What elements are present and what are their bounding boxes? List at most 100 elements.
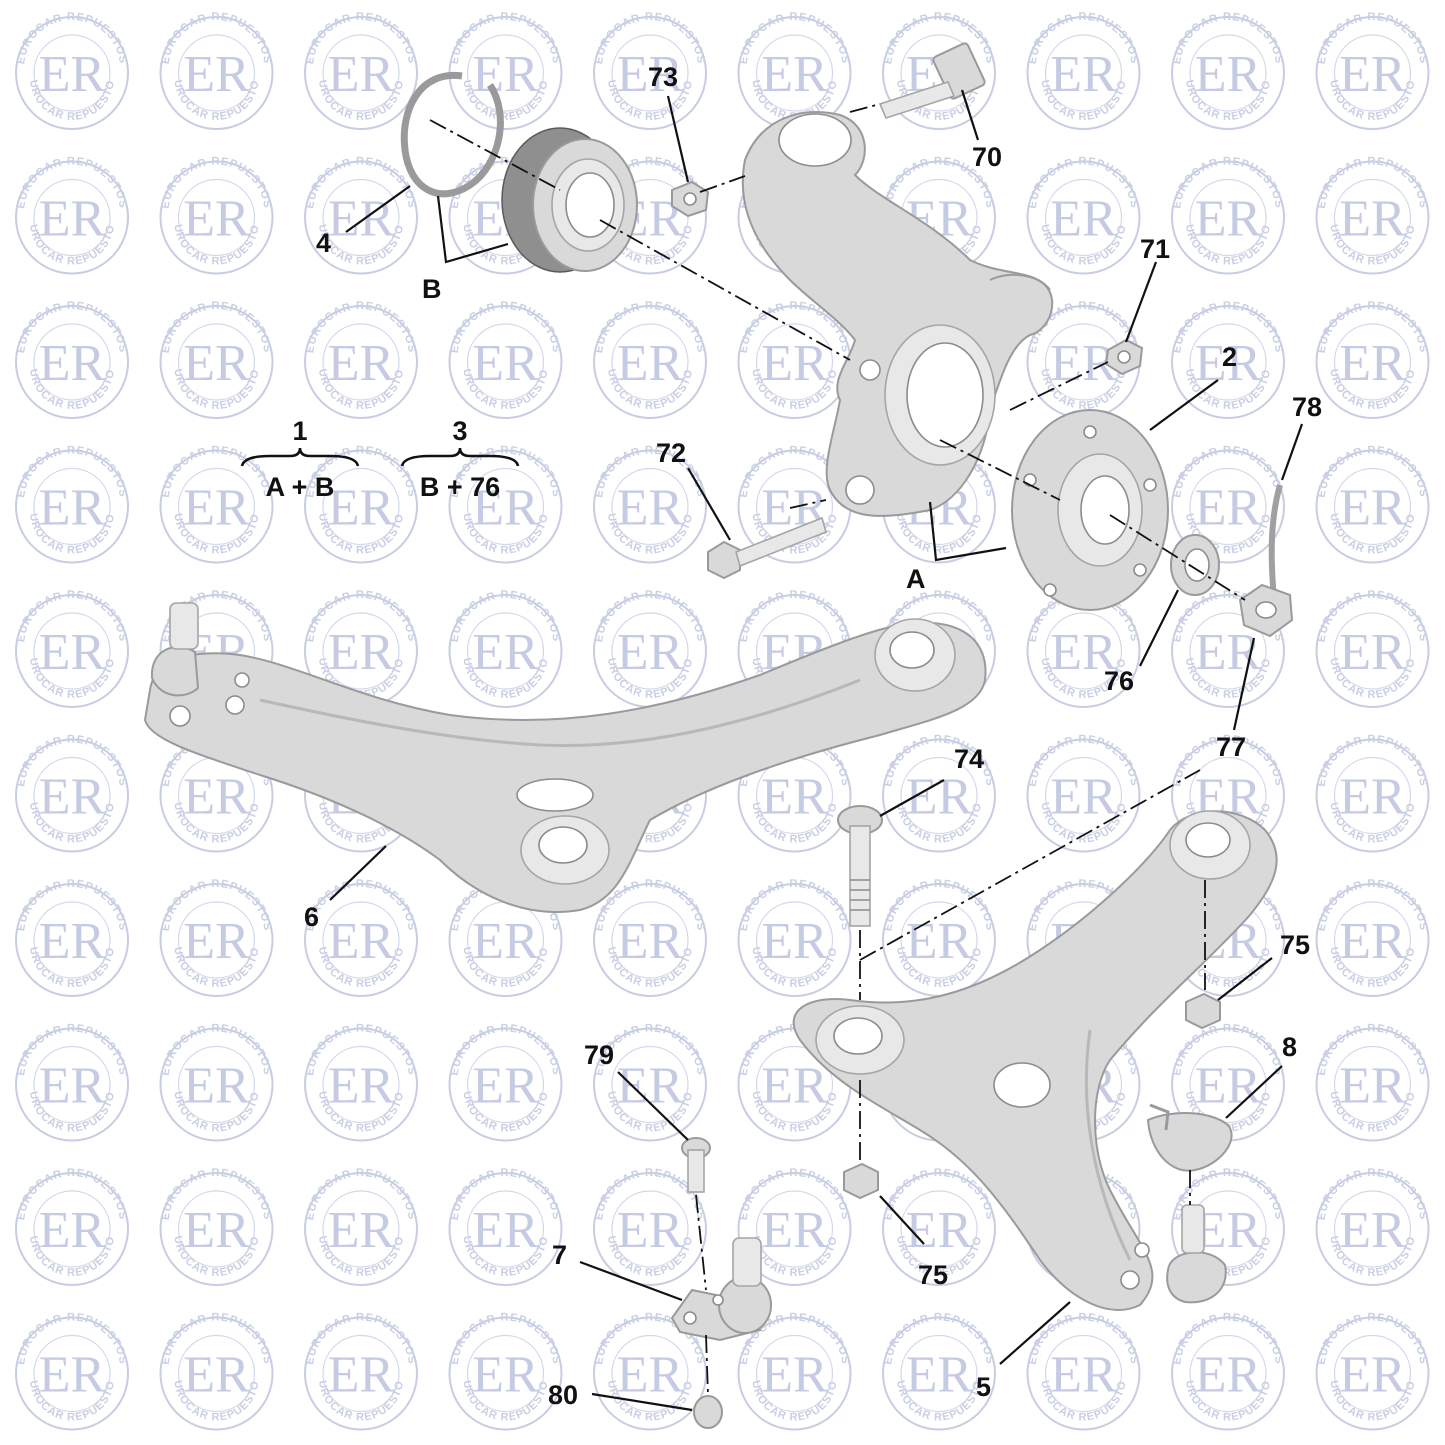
callout-5: 5 [976,1372,991,1402]
watermark-tile [1297,720,1431,853]
watermark-tile [1297,0,1431,130]
watermark-tile [430,287,564,419]
watermark-tile [1152,431,1286,564]
watermark-tile [1297,576,1431,708]
nut-lock-part-77 [1238,583,1294,638]
watermark-tile [141,1298,275,1431]
watermark-tile [863,1298,997,1431]
callout-75-upper: 75 [1280,930,1310,960]
watermark-tile [1152,142,1286,275]
watermark-tile [1008,1298,1142,1431]
watermark-tile [285,1009,419,1142]
watermark-tile [1297,865,1431,997]
callout-4: 4 [316,228,331,258]
watermark-tile [0,0,130,130]
kit-brace-3 [400,447,520,467]
watermark-tile [574,1009,708,1142]
callout-74: 74 [954,744,984,774]
callout-79: 79 [584,1040,614,1070]
watermark-tile [0,576,130,708]
watermark-tile [0,287,130,419]
steering-knuckle [741,111,1054,517]
watermark-tile [574,287,708,419]
watermark-tile [1008,720,1142,853]
nut-part-71 [1104,338,1144,376]
callout-77: 77 [1216,732,1246,762]
watermark-tile [1152,1298,1286,1431]
nut-part-75-lower [843,1162,879,1200]
watermark-tile [1297,1298,1431,1431]
kit-brace-1 [240,447,360,467]
alignment-lines [429,103,1246,1396]
bolt-part-79 [681,1137,711,1193]
kit-number-3: 3 [452,416,467,446]
watermark-tile [1297,431,1431,564]
watermark-tile [285,1298,419,1431]
watermark-tile [574,0,708,130]
watermark-tile [430,1298,564,1431]
leader-lines [329,89,1304,1412]
callout-75-lower: 75 [918,1260,948,1290]
bolt-part-74 [837,805,883,927]
watermark-tile [1152,0,1286,130]
watermark-tile [141,865,275,997]
watermark-tile [141,287,275,419]
callout-73: 73 [648,62,678,92]
nut-part-73 [671,180,710,218]
kit-contents-1: A + B [266,472,335,502]
bolt-part-70 [878,42,986,119]
wheel-hub-part-2 [1011,409,1169,611]
callout-7: 7 [552,1240,567,1270]
callout-76: 76 [1104,666,1134,696]
watermark-tile [285,1154,419,1286]
watermark-tile [574,431,708,564]
watermark-tile [863,865,997,997]
watermark-tile [141,142,275,275]
kit-number-1: 1 [292,416,307,446]
watermark-tile [285,0,419,130]
circlip-part-4 [400,71,504,198]
bolt-part-72 [707,516,827,580]
lower-arm-part-5 [792,810,1278,1311]
watermark-tile [1008,0,1142,130]
watermark-tile [1297,1009,1431,1142]
watermark-tile [1152,287,1286,419]
watermark-tile [1297,1154,1431,1286]
watermark-tile [0,720,130,853]
hub-nut-part-76 [1170,534,1220,596]
watermark-tile [1008,142,1142,275]
watermark-tile [141,431,275,564]
watermark-tile [0,1154,130,1286]
watermark-tile [0,431,130,564]
wheel-bearing-part-b [501,127,638,273]
watermark-tile [0,142,130,275]
callout-a: A [906,564,926,594]
callout-71: 71 [1140,234,1170,264]
watermark-tile [430,576,564,708]
watermark-tile [574,576,708,708]
callout-72: 72 [656,438,686,468]
kit-contents-3: B + 76 [420,472,500,502]
callout-70: 70 [972,142,1002,172]
lower-arm-part-6 [143,602,987,913]
watermark-tile [141,1009,275,1142]
bracket-part-8 [1146,1103,1233,1172]
callout-2: 2 [1222,342,1237,372]
watermark-tile [1297,142,1431,275]
watermark-tile [141,1154,275,1286]
nut-part-75-upper [1185,992,1221,1030]
watermark-tile [0,865,130,997]
watermark-tile [0,1009,130,1142]
watermark-tile [285,142,419,275]
callout-6: 6 [304,902,319,932]
ball-joint-part-7 [670,1237,772,1342]
callout-labels: 73 70 4 B 71 2 78 72 A 76 77 74 6 75 8 7… [266,62,1322,1410]
nut-part-80 [693,1395,723,1429]
callout-b: B [422,274,442,304]
watermark-tile [141,0,275,130]
watermark-tile [285,287,419,419]
watermark-tile [0,1298,130,1431]
watermark-tile [430,1009,564,1142]
callout-8: 8 [1282,1032,1297,1062]
